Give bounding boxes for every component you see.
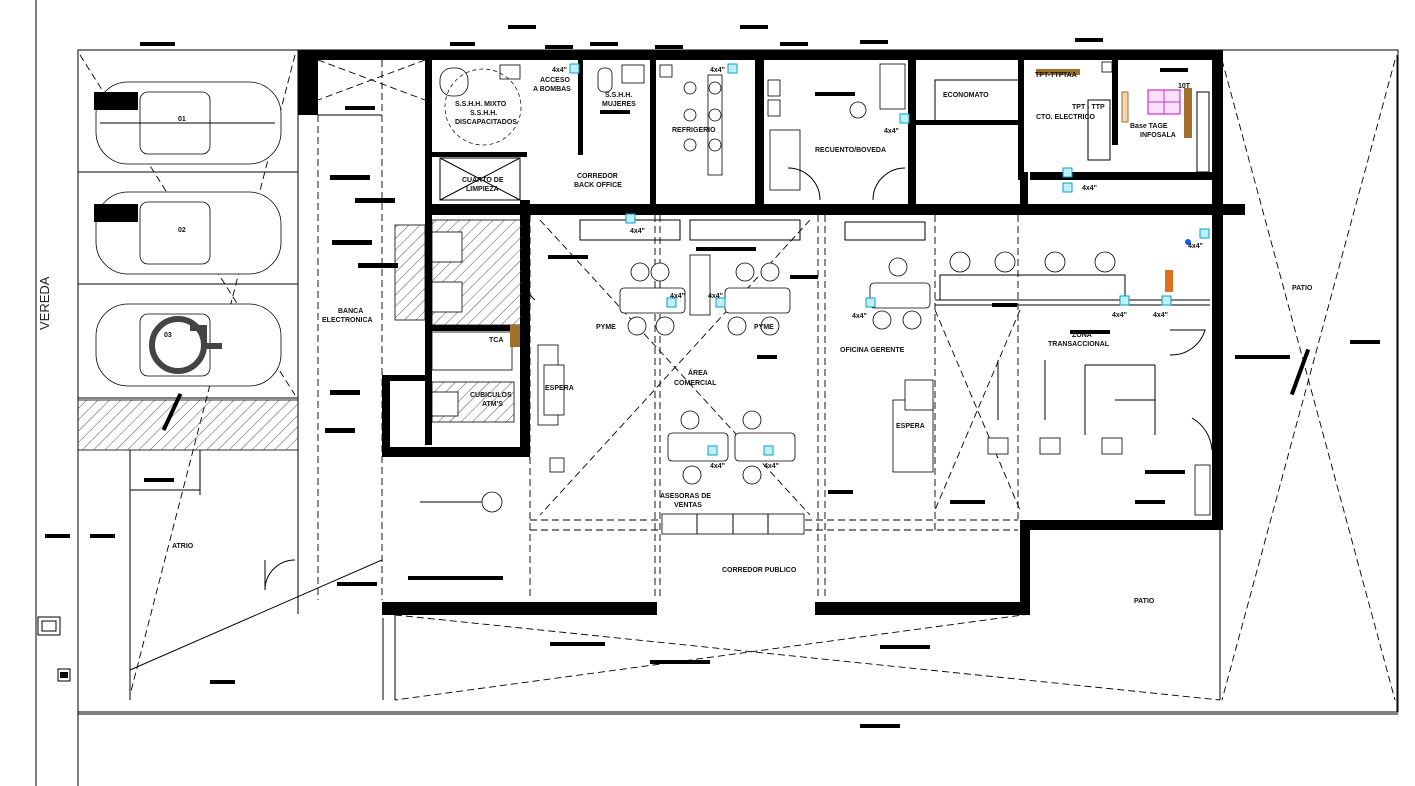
box-size-labels: 4x4" 4x4" 4x4" 4x4" 4x4" 4x4" 4x4" 4x4" … [552,67,1203,470]
patio-label: PATIO [1134,598,1155,605]
room-label: A BOMBAS [533,86,571,93]
toilet-icon [597,67,613,93]
sink-icon [621,64,645,84]
refrigerio-table [683,74,723,176]
room-label: ESPERA [545,385,574,392]
room-label: TPT - TTP [1072,104,1105,111]
room-label: ELECTRONICA [322,317,373,324]
svg-text:4x4": 4x4" [708,293,723,300]
room-label: BACK OFFICE [574,182,622,189]
room-label: CORREDOR PUBLICO [722,567,797,574]
svg-text:4x4": 4x4" [710,463,725,470]
svg-text:4x4": 4x4" [630,228,645,235]
patio-label: PATIO [1292,285,1313,292]
svg-text:4x4": 4x4" [670,293,685,300]
room-label: CORREDOR [577,173,618,180]
parking-number: 03 [164,332,172,339]
room-label: ATM'S [482,401,503,408]
manager-and-teller-area [844,221,1213,516]
room-label: RECUENTO/BOVEDA [815,147,886,154]
room-label: COMERCIAL [674,380,717,387]
room-label: INFOSALA [1140,132,1176,139]
svg-text:4x4": 4x4" [1082,185,1097,192]
room-label: ESPERA [896,423,925,430]
room-label: 10T [1178,83,1191,90]
room-label: OFICINA GERENTE [840,347,905,354]
sales-desk [667,432,729,462]
room-label: BANCA [338,308,363,315]
room-label: PYME [596,324,616,331]
manager-desk [869,282,931,309]
room-label: MUJERES [602,101,636,108]
service-block [439,61,1210,201]
room-label: S.S.H.H. [470,110,497,117]
door-swing [872,167,906,201]
room-label: ACCESO [540,77,571,84]
parking-number: 01 [178,116,186,123]
svg-text:4x4": 4x4" [710,67,725,74]
car-01: 01 [95,81,282,165]
atm-block: TCA [325,175,523,433]
room-label: S.S.H.H. MIXTO [455,101,507,108]
svg-text:4x4": 4x4" [884,128,899,135]
room-label: TAA [1063,72,1077,79]
parking-number: 02 [178,227,186,234]
room-label: ÁREA [688,368,708,377]
ramp-hatch [77,399,299,451]
room-label: TRANSACCIONAL [1048,341,1110,348]
sink-icon [499,64,521,80]
parking-area: 01 02 03 [77,50,299,696]
interior-walls [388,60,1245,445]
queue-posts [987,360,1156,455]
exterior-walls [298,50,1223,615]
room-label: VENTAS [674,502,702,509]
room-label: TPT-TTP [1035,72,1064,79]
svg-text:4x4": 4x4" [1112,312,1127,319]
svg-text:4x4": 4x4" [1188,243,1203,250]
room-label: ECONOMATO [943,92,989,99]
room-label: REFRIGERIO [672,127,716,134]
annotation-tags [45,25,1380,728]
svg-text:4x4": 4x4" [1153,312,1168,319]
sidewalk-label: VEREDA [37,276,52,330]
room-label: CUBICULOS [470,392,512,399]
car-02: 02 [95,191,282,275]
room-label: ZONA [1072,332,1092,339]
svg-text:4x4": 4x4" [552,67,567,74]
room-label: PYME [754,324,774,331]
room-labels: S.S.H.H. MIXTO S.S.H.H. DISCAPACITADOS A… [322,72,1191,574]
pyme-desk [724,287,791,314]
room-label: LIMPIEZA [466,186,499,193]
room-label: Base TAGE [1130,123,1168,130]
room-label: CTO. ELECTRICO [1036,114,1096,121]
patio-area: PATIO PATIO [1134,55,1398,712]
tca-label: TCA [489,337,503,344]
room-label: CUARTO DE [462,177,504,184]
atrio-label: ATRIO [172,543,194,550]
svg-text:4x4": 4x4" [764,463,779,470]
wheelchair-icon [190,325,222,349]
entry-door-swing [264,559,296,591]
atrio-area: ATRIO [129,450,1221,701]
room-label: DISCAPACITADOS [455,119,517,126]
meter-box [37,616,61,636]
room-label: S.S.H.H. [605,92,632,99]
car-03-accessible: 03 [95,303,282,387]
room-label: ASESORAS DE [660,493,711,500]
svg-text:4x4": 4x4" [852,313,867,320]
junction-boxes [569,63,1210,456]
toilet-icon [439,67,469,97]
